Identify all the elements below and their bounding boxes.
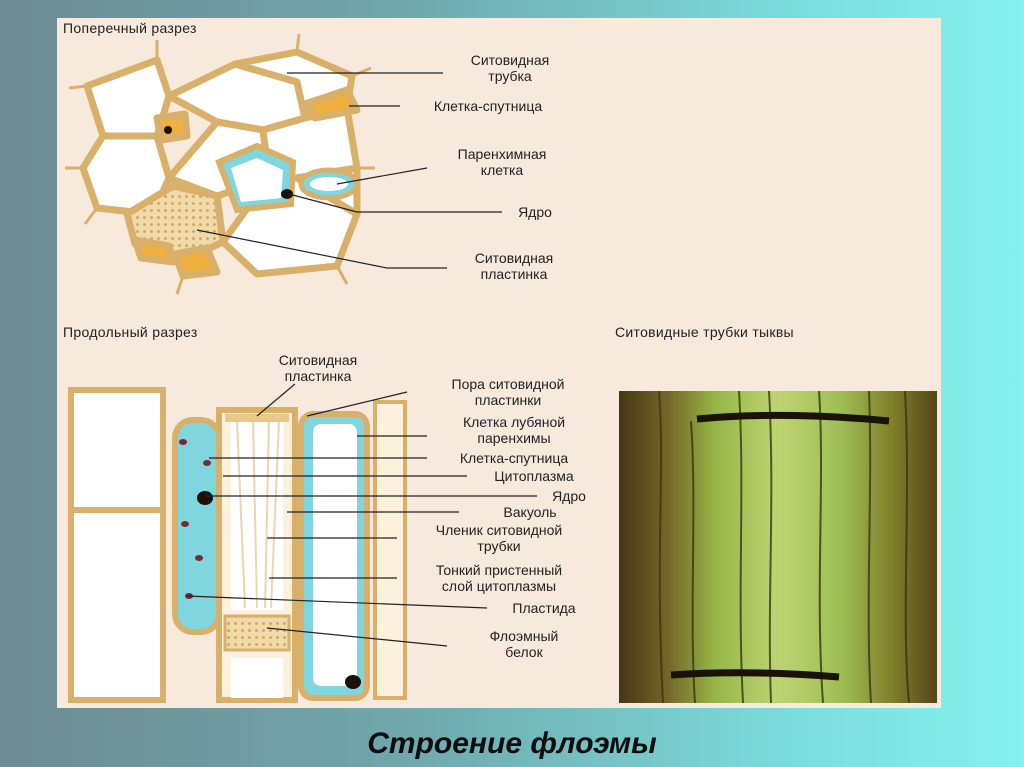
companion-cell [131,236,177,266]
label-plastid: Пластида [512,600,576,616]
label-nucleus-long: Ядро [552,488,586,504]
label-vacuole: Вакуоль [503,504,557,520]
parenchyma-cell-vacuole [310,177,348,191]
plastid-dot [203,460,211,466]
nucleus-dot [281,189,293,199]
nucleus-dot [345,675,361,689]
plastid-dot [181,521,189,527]
companion-cell [301,86,361,122]
label-cytoplasm: Цитоплазма [494,468,574,484]
label-companion-long: Клетка-спутница [459,450,569,466]
phloem-diagram [65,33,537,703]
plastid-dot [195,555,203,561]
nucleus-dot [197,491,213,505]
diagram-panel: Поперечный разрез Продольный разрез Сито… [57,18,941,708]
cross-leaders [196,72,502,269]
nucleus-dot [164,126,172,134]
slide-title: Строение флоэмы [367,727,657,760]
label-nucleus-cross: Ядро [518,204,552,220]
section-title-longitudinal: Продольный разрез [63,324,198,340]
long-leaders [186,383,537,647]
parenchyma-cell-vacuole [231,158,283,202]
pumpkin-sieve-tubes-photo [619,391,937,703]
section-title-photo: Ситовидные трубки тыквы [615,324,794,340]
companion-cell [171,244,221,280]
section-title-cross: Поперечный разрез [63,20,197,36]
label-companion-cell: Клетка-спутница [433,98,543,114]
plastid-dot [179,439,187,445]
companion-cell [153,110,191,144]
parenchyma-cells [164,126,360,214]
longitudinal-section [68,387,407,703]
